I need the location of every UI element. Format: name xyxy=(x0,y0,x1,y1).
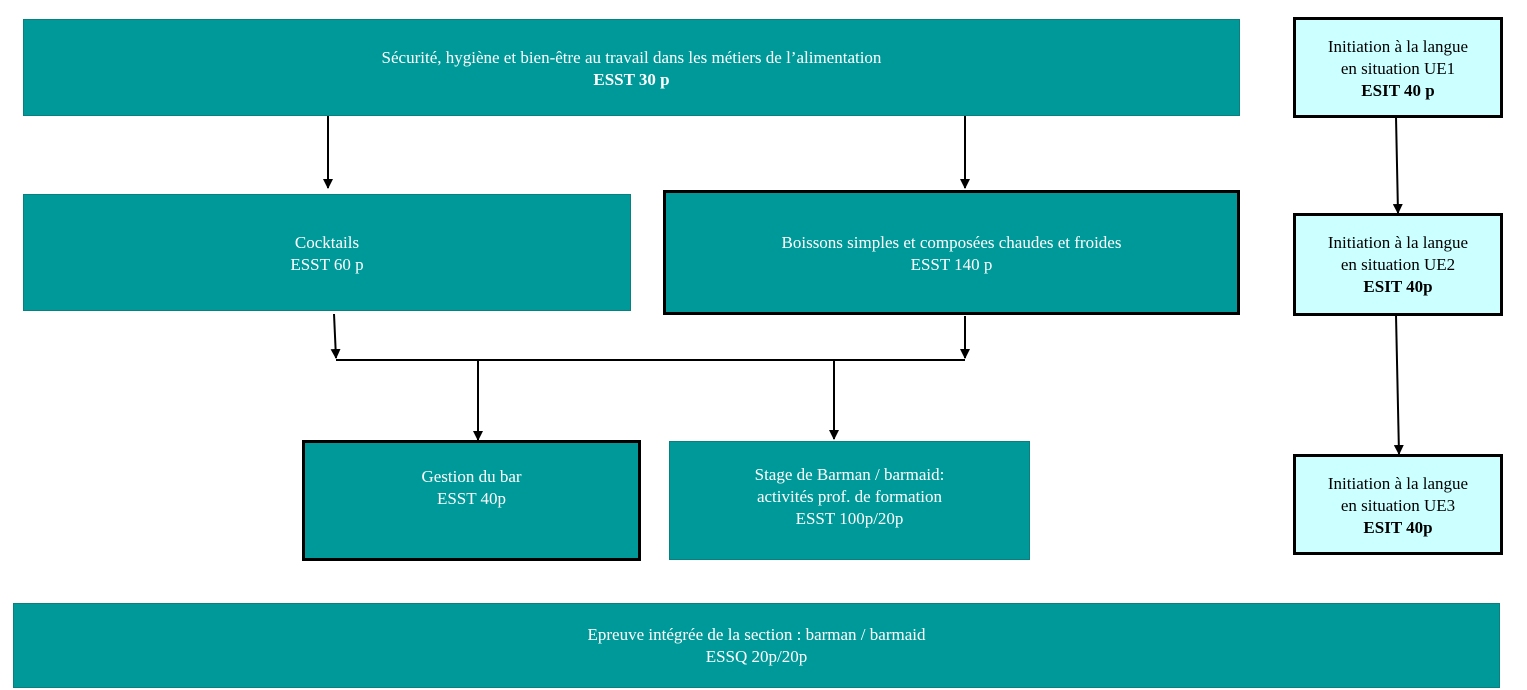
box-stage-title: Stage de Barman / barmaid: xyxy=(754,465,945,484)
box-langue-ue2-hours: ESIT 40p xyxy=(1363,277,1433,296)
arrow-langue1-to-langue2 xyxy=(1392,116,1403,214)
box-boissons-hours: ESST 140 p xyxy=(910,255,993,274)
box-cocktails: Cocktails ESST 60 p xyxy=(23,194,631,311)
box-langue-ue3: Initiation à la langue en situation UE3 … xyxy=(1293,454,1503,555)
box-langue-ue1-subtitle: en situation UE1 xyxy=(1340,59,1456,78)
box-langue-ue1-title: Initiation à la langue xyxy=(1327,37,1469,56)
box-boissons: Boissons simples et composées chaudes et… xyxy=(663,190,1240,315)
arrow-cocktails-down xyxy=(330,313,341,359)
box-langue-ue1-hours: ESIT 40 p xyxy=(1361,81,1435,100)
box-stage-hours: ESST 100p/20p xyxy=(795,509,904,528)
arrow-langue2-to-langue3 xyxy=(1393,314,1404,455)
box-langue-ue2: Initiation à la langue en situation UE2 … xyxy=(1293,213,1503,316)
box-gestion-title: Gestion du bar xyxy=(421,467,522,486)
box-epreuve-hours: ESSQ 20p/20p xyxy=(705,647,808,666)
box-langue-ue3-subtitle: en situation UE3 xyxy=(1340,496,1456,515)
box-stage: Stage de Barman / barmaid: activités pro… xyxy=(669,441,1030,560)
box-securite-title: Sécurité, hygiène et bien-être au travai… xyxy=(381,48,882,67)
box-langue-ue2-title: Initiation à la langue xyxy=(1327,233,1469,252)
box-epreuve: Epreuve intégrée de la section : barman … xyxy=(13,603,1500,688)
box-stage-subtitle: activités prof. de formation xyxy=(756,487,943,506)
box-epreuve-title: Epreuve intégrée de la section : barman … xyxy=(587,625,926,644)
box-cocktails-hours: ESST 60 p xyxy=(290,255,364,274)
box-gestion: Gestion du bar ESST 40p xyxy=(302,440,641,561)
box-securite-hours: ESST 30 p xyxy=(593,70,670,89)
box-cocktails-title: Cocktails xyxy=(294,233,360,252)
box-boissons-title: Boissons simples et composées chaudes et… xyxy=(781,233,1122,252)
box-securite: Sécurité, hygiène et bien-être au travai… xyxy=(23,19,1240,116)
box-langue-ue2-subtitle: en situation UE2 xyxy=(1340,255,1456,274)
box-gestion-hours: ESST 40p xyxy=(436,489,507,508)
box-langue-ue3-hours: ESIT 40p xyxy=(1363,518,1433,537)
box-langue-ue3-title: Initiation à la langue xyxy=(1327,474,1469,493)
box-langue-ue1: Initiation à la langue en situation UE1 … xyxy=(1293,17,1503,118)
